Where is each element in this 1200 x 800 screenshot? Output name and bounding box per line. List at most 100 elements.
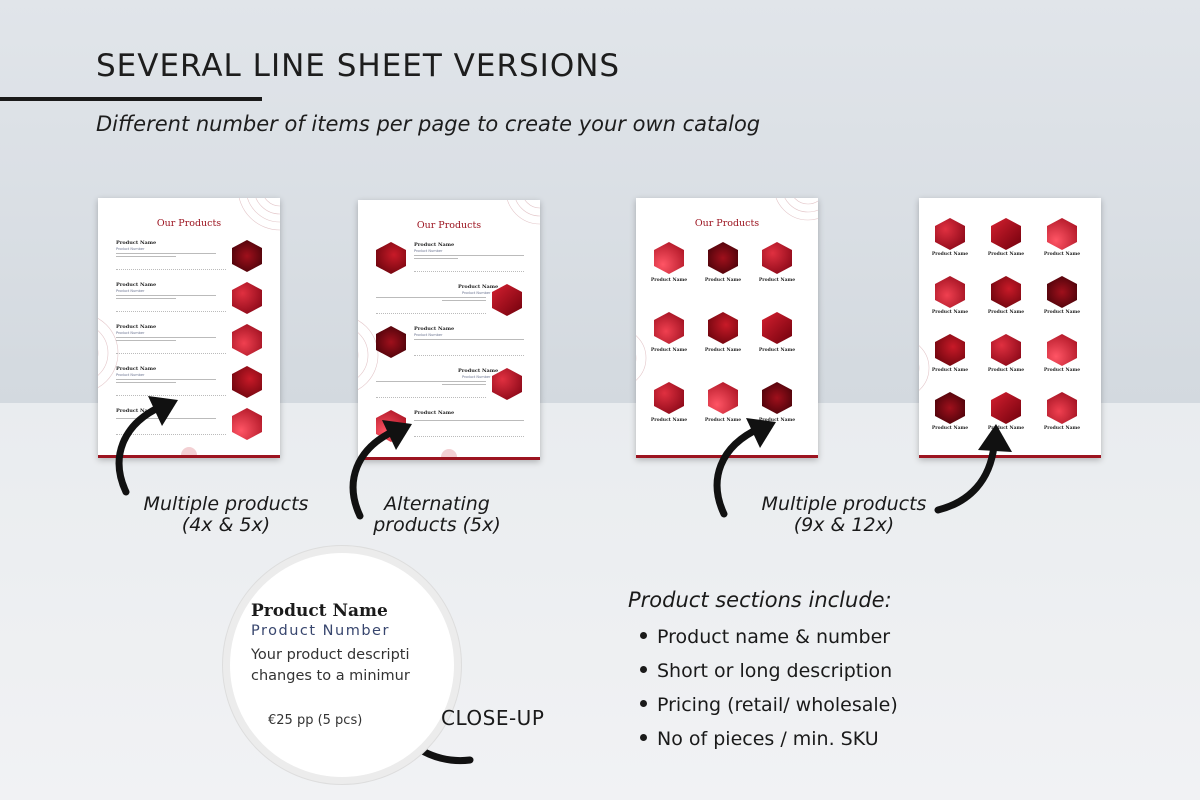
product-name: Product Name bbox=[116, 366, 157, 372]
product-name: Product Name bbox=[650, 278, 688, 283]
product-image bbox=[708, 312, 738, 344]
product-caption: Product Name bbox=[698, 418, 748, 423]
closeup-price: €25 pp (5 pcs) bbox=[268, 713, 363, 728]
product-caption: Product Name bbox=[698, 278, 748, 283]
product-row: Product Name Product Number bbox=[370, 326, 528, 366]
label-line: (4x & 5x) bbox=[181, 514, 271, 536]
price-row bbox=[116, 311, 226, 314]
product-name: Product Name bbox=[458, 368, 499, 374]
list-item: Short or long description bbox=[640, 658, 898, 692]
bullet-icon bbox=[640, 700, 647, 707]
sheet-footer-bar bbox=[919, 455, 1101, 458]
closeup-product-name: Product Name bbox=[251, 601, 388, 621]
description-lines bbox=[376, 381, 486, 388]
sections-list: Product name & number Short or long desc… bbox=[640, 624, 898, 760]
sheet-footer-bar bbox=[98, 455, 280, 458]
product-name: Product Name bbox=[987, 252, 1025, 257]
product-image bbox=[935, 334, 965, 366]
curved-arrow-icon bbox=[934, 424, 1012, 514]
product-caption: Product Name bbox=[644, 418, 694, 423]
product-row: Product Name Product Number bbox=[110, 324, 268, 364]
product-name: Product Name bbox=[414, 410, 455, 416]
product-name: Product Name bbox=[650, 348, 688, 353]
product-name: Product Name bbox=[1043, 426, 1081, 431]
product-row: Product Name Product Number bbox=[110, 282, 268, 322]
price-row bbox=[414, 355, 524, 358]
product-name: Product Name bbox=[1043, 252, 1081, 257]
product-image bbox=[232, 282, 262, 314]
label-line: Multiple products bbox=[143, 493, 309, 515]
product-caption: Product Name bbox=[925, 252, 975, 257]
line-sheet-grid-9: Our Products Product Name Product Name P… bbox=[636, 198, 818, 458]
product-name: Product Name bbox=[458, 284, 499, 290]
product-name: Product Name bbox=[414, 242, 455, 248]
curved-arrow-icon bbox=[349, 420, 412, 520]
closeup-description: Your product descripti changes to a mini… bbox=[251, 645, 451, 687]
label-multiple-products-small: Multiple products (4x & 5x) bbox=[128, 494, 324, 536]
product-image bbox=[654, 312, 684, 344]
product-caption: Product Name bbox=[698, 348, 748, 353]
product-name: Product Name bbox=[116, 282, 157, 288]
label-alternating-products: Alternating products (5x) bbox=[362, 494, 512, 536]
decorative-rings bbox=[358, 320, 379, 390]
bullet-icon bbox=[640, 666, 647, 673]
product-caption: Product Name bbox=[981, 310, 1031, 315]
description-lines bbox=[414, 255, 524, 262]
sheet-heading: Our Products bbox=[416, 220, 482, 231]
list-item-label: Product name & number bbox=[657, 626, 891, 648]
product-image bbox=[991, 334, 1021, 366]
product-image bbox=[1047, 218, 1077, 250]
price-row bbox=[116, 269, 226, 272]
product-name: Product Name bbox=[650, 418, 688, 423]
page-number-badge bbox=[181, 447, 197, 455]
product-image bbox=[232, 240, 262, 272]
product-image bbox=[1047, 392, 1077, 424]
label-line: Alternating bbox=[384, 493, 490, 515]
page-number-badge bbox=[441, 449, 457, 457]
product-image bbox=[492, 368, 522, 400]
product-image bbox=[991, 392, 1021, 424]
product-name: Product Name bbox=[704, 418, 742, 423]
list-item: Product name & number bbox=[640, 624, 898, 658]
list-item-label: Short or long description bbox=[657, 660, 893, 682]
sheet-heading: Our Products bbox=[156, 218, 222, 229]
product-image bbox=[991, 276, 1021, 308]
product-name: Product Name bbox=[758, 348, 796, 353]
sections-title: Product sections include: bbox=[628, 588, 892, 612]
line-sheet-list: Our Products Product Name Product Number… bbox=[98, 198, 280, 458]
product-row: Product Name Product Number bbox=[110, 366, 268, 406]
decorative-rings bbox=[775, 198, 818, 221]
product-image bbox=[708, 242, 738, 274]
product-image bbox=[935, 218, 965, 250]
description-lines bbox=[414, 339, 524, 346]
description-lines bbox=[116, 295, 216, 302]
product-number: Product Number bbox=[116, 331, 145, 335]
bullet-icon bbox=[640, 632, 647, 639]
product-caption: Product Name bbox=[925, 368, 975, 373]
product-name: Product Name bbox=[1043, 368, 1081, 373]
product-image bbox=[654, 242, 684, 274]
list-item-label: Pricing (retail/ wholesale) bbox=[657, 694, 898, 716]
closeup-description-line: Your product descripti bbox=[251, 647, 410, 663]
product-row: Product Name Product Number bbox=[110, 240, 268, 280]
list-item-label: No of pieces / min. SKU bbox=[657, 728, 879, 750]
product-row: Product Name Product Number bbox=[370, 368, 528, 408]
label-line: Multiple products bbox=[761, 493, 927, 515]
product-number: Product Number bbox=[414, 333, 443, 337]
list-item: Pricing (retail/ wholesale) bbox=[640, 692, 898, 726]
product-image bbox=[1047, 334, 1077, 366]
description-lines bbox=[376, 297, 486, 304]
product-name: Product Name bbox=[704, 348, 742, 353]
price-row bbox=[376, 313, 486, 316]
product-name: Product Name bbox=[704, 278, 742, 283]
price-row bbox=[116, 353, 226, 356]
product-image bbox=[232, 324, 262, 356]
product-caption: Product Name bbox=[981, 426, 1031, 431]
price-row bbox=[116, 395, 226, 398]
product-name: Product Name bbox=[758, 418, 796, 423]
price-row bbox=[116, 434, 226, 437]
curved-arrow-icon bbox=[115, 396, 178, 496]
product-image bbox=[935, 276, 965, 308]
closeup-circle: Product Name Product Number Your product… bbox=[223, 546, 461, 784]
product-name: Product Name bbox=[931, 252, 969, 257]
